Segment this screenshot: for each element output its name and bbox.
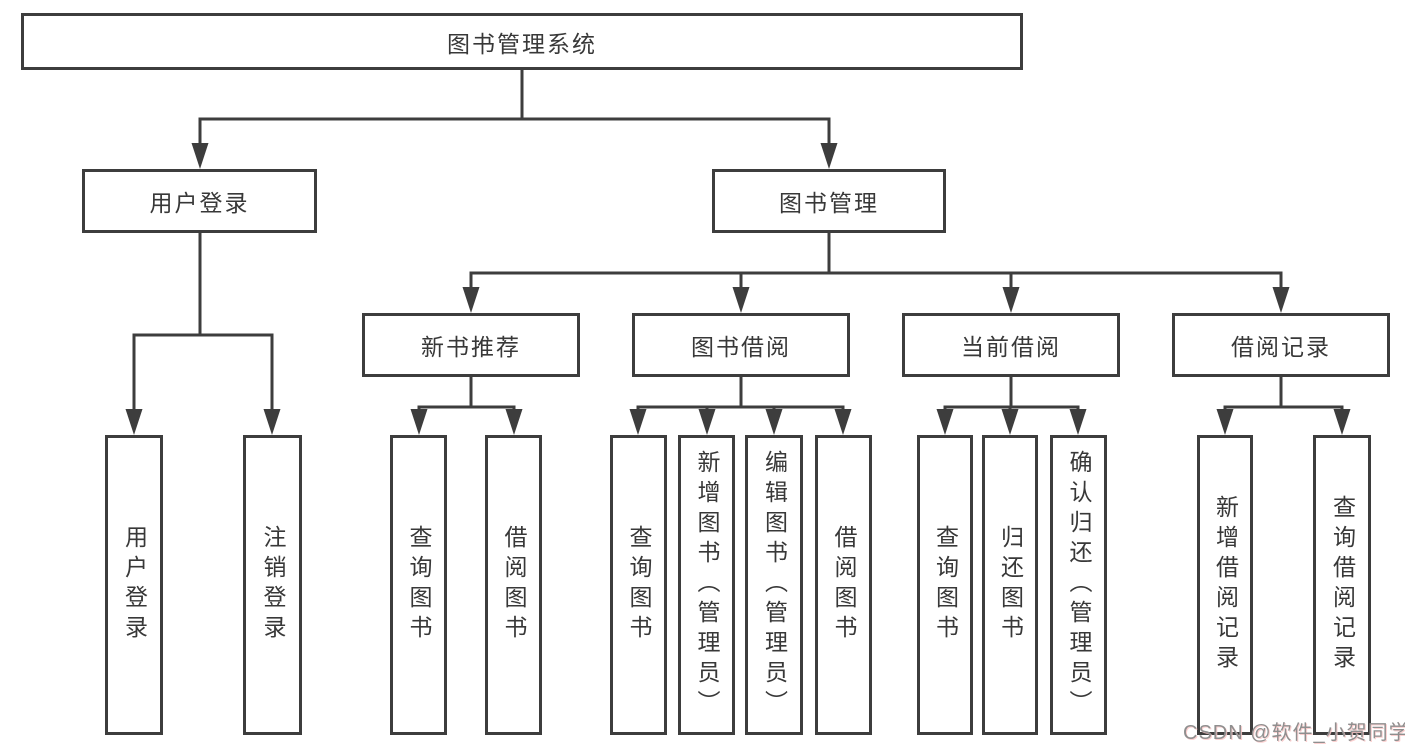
node-new-book-recommend: 新书推荐 <box>362 313 580 377</box>
leaf-user-login-label: 用户登录 <box>121 525 148 645</box>
node-user-login: 用户登录 <box>82 169 317 233</box>
csdn-watermark: CSDN @软件_小贺同学 <box>1183 722 1405 744</box>
node-book-management-label: 图书管理 <box>779 190 879 216</box>
leaf-newrec-borrow-books-label: 借阅图书 <box>501 525 527 645</box>
node-new-book-recommend-label: 新书推荐 <box>421 334 521 360</box>
leaf-borrow-borrow-books: 借阅图书 <box>815 435 872 735</box>
leaf-borrow-borrow-books-label: 借阅图书 <box>831 525 857 645</box>
leaf-borrow-query-books: 查询图书 <box>610 435 667 735</box>
leaf-borrow-add-books-admin: 新增图书（管理员） <box>678 435 735 735</box>
node-borrowing-records: 借阅记录 <box>1172 313 1390 377</box>
node-root-label: 图书管理系统 <box>447 30 597 57</box>
node-user-login-label: 用户登录 <box>149 190 250 216</box>
node-root-system: 图书管理系统 <box>21 13 1023 70</box>
leaf-borrow-edit-books-admin-label: 编辑图书（管理员） <box>761 450 788 720</box>
leaf-current-return-books-label: 归还图书 <box>997 525 1024 645</box>
leaf-current-query-books-label: 查询图书 <box>932 525 959 645</box>
node-current-borrowing: 当前借阅 <box>902 313 1120 377</box>
leaf-logout-label: 注销登录 <box>260 525 286 645</box>
leaf-records-query-record-label: 查询借阅记录 <box>1329 495 1356 675</box>
leaf-records-query-record: 查询借阅记录 <box>1313 435 1371 735</box>
node-book-borrowing-label: 图书借阅 <box>691 334 791 360</box>
leaf-borrow-query-books-label: 查询图书 <box>626 525 652 645</box>
leaf-current-return-books: 归还图书 <box>982 435 1038 735</box>
leaf-current-query-books: 查询图书 <box>917 435 973 735</box>
leaf-logout: 注销登录 <box>243 435 302 735</box>
node-current-borrowing-label: 当前借阅 <box>961 334 1061 360</box>
leaf-user-login: 用户登录 <box>105 435 163 735</box>
leaf-borrow-edit-books-admin: 编辑图书（管理员） <box>745 435 803 735</box>
leaf-borrow-add-books-admin-label: 新增图书（管理员） <box>694 450 720 720</box>
leaf-newrec-borrow-books: 借阅图书 <box>485 435 542 735</box>
leaf-newrec-query-books: 查询图书 <box>390 435 447 735</box>
leaf-records-add-record: 新增借阅记录 <box>1197 435 1253 735</box>
node-borrowing-records-label: 借阅记录 <box>1231 334 1331 360</box>
leaf-current-confirm-return-admin: 确认归还（管理员） <box>1050 435 1107 735</box>
leaf-records-add-record-label: 新增借阅记录 <box>1212 495 1239 675</box>
leaf-newrec-query-books-label: 查询图书 <box>406 525 432 645</box>
leaf-current-confirm-return-admin-label: 确认归还（管理员） <box>1066 450 1092 720</box>
node-book-management: 图书管理 <box>712 169 946 233</box>
node-book-borrowing: 图书借阅 <box>632 313 850 377</box>
